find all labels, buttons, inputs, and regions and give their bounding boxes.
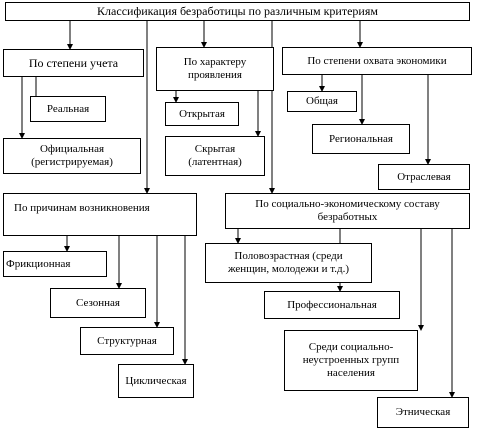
arrowhead	[67, 44, 73, 50]
arrowhead	[449, 392, 455, 398]
header-by-manifestation: По характеру проявления	[156, 47, 274, 91]
item-open: Открытая	[165, 102, 239, 126]
item-gender-age: Половозрастная (среди женщин, молодежи и…	[205, 243, 372, 283]
arrowhead	[359, 119, 365, 125]
header-by-causes: По причинам возникновения	[3, 193, 197, 236]
item-official: Официальная (регистрируемая)	[3, 138, 141, 174]
arrowhead	[116, 283, 122, 289]
item-ethnic: Этническая	[377, 397, 469, 428]
arrowhead	[154, 322, 160, 328]
arrowhead	[269, 188, 275, 194]
item-hidden: Скрытая (латентная)	[165, 136, 265, 176]
item-regional: Региональная	[312, 124, 410, 154]
item-real: Реальная	[30, 96, 106, 122]
arrowhead	[337, 286, 343, 292]
header-by-coverage: По степени охвата экономики	[282, 47, 472, 75]
item-structural: Структурная	[80, 327, 174, 355]
header-by-accounting: По степени учета	[3, 49, 144, 77]
arrowhead	[418, 325, 424, 331]
item-cyclical: Циклическая	[118, 364, 194, 398]
arrowhead	[319, 86, 325, 92]
arrowhead	[357, 42, 363, 48]
arrowhead	[255, 131, 261, 137]
diagram-title: Классификация безработицы по различным к…	[5, 2, 470, 21]
arrowhead	[182, 359, 188, 365]
header-by-composition: По социально-экономическому составу безр…	[225, 193, 470, 229]
item-socially-unsettled: Среди социально- неустроенных групп насе…	[284, 330, 418, 391]
item-seasonal: Сезонная	[50, 288, 146, 318]
arrowhead	[64, 246, 70, 252]
arrowhead	[201, 42, 207, 48]
item-general: Общая	[287, 91, 357, 112]
arrowhead	[144, 188, 150, 194]
arrowhead	[425, 159, 431, 165]
arrowhead	[19, 133, 25, 139]
item-professional: Профессиональная	[264, 291, 400, 319]
item-sectoral: Отраслевая	[378, 164, 470, 190]
arrowhead	[173, 97, 179, 103]
item-frictional: Фрикционная	[3, 251, 107, 277]
arrowhead	[235, 238, 241, 244]
